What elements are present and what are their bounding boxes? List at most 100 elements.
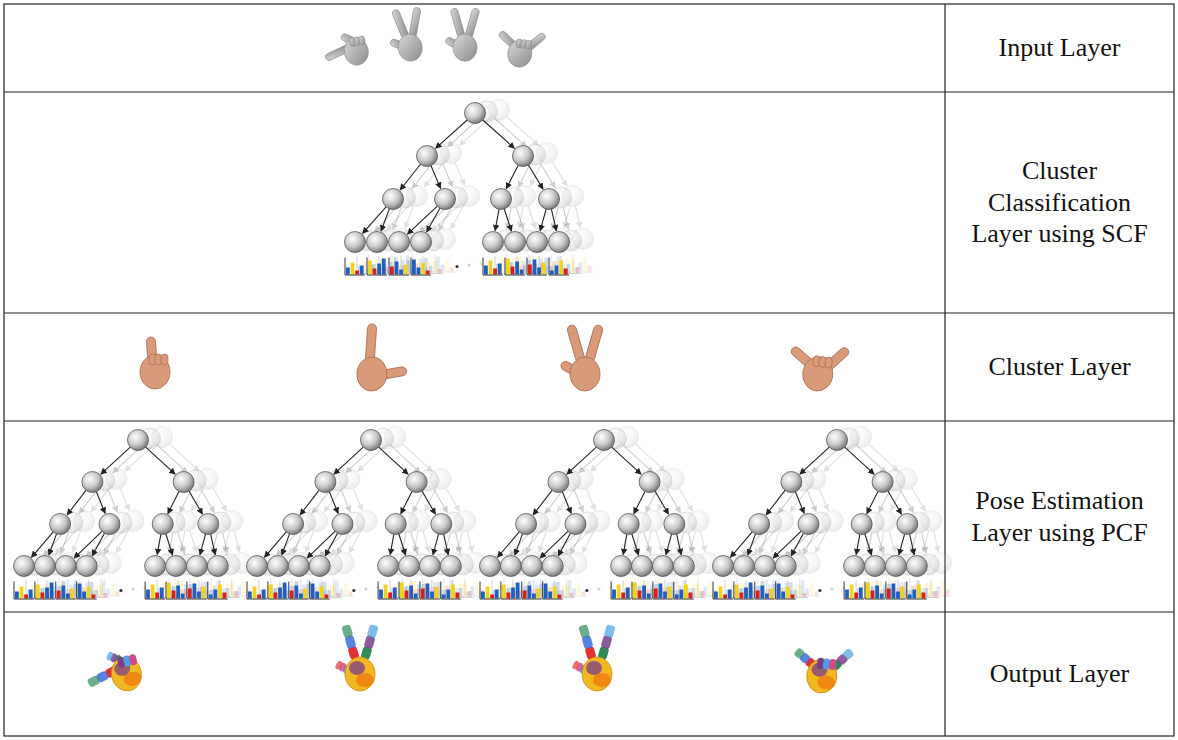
histogram-bar [45,588,49,599]
tree-node [565,514,586,535]
histogram-axis [310,599,330,600]
tree-branch [819,489,828,511]
leaf-histogram [26,580,46,598]
layer-label: Output Layer [990,658,1129,690]
histogram-bar [532,594,536,599]
leaf-histogram [653,582,673,600]
histogram-bar [912,590,916,599]
palm-shape [570,357,600,391]
histogram-bar [311,584,315,599]
histogram-bar [668,587,672,599]
tree-branch [190,531,197,552]
tree-branch [363,207,386,234]
layer-label: Cluster Layer [988,351,1130,383]
finger-segment [604,624,616,638]
tree-branch [92,533,104,556]
histogram-bar [384,585,388,599]
finger [578,624,596,660]
leaf-histogram [334,579,354,597]
histogram-bar [399,270,403,275]
histogram-bar [756,591,760,599]
histogram-bar [433,261,437,273]
random-forest-tree [737,427,952,597]
histogram-bar [248,592,252,599]
leaf-histogram [713,582,733,600]
leaf-histogram [788,580,808,598]
leaf-histogram [220,580,240,598]
tree-node [315,472,336,493]
leaf-histogram [767,580,787,598]
histogram-bar [337,593,341,597]
tree-branch [766,490,785,515]
palm-part [816,675,835,691]
histogram-axis [166,599,186,600]
histogram-bar [679,590,683,599]
histogram-axis [399,582,400,600]
histogram-bar [29,590,33,599]
hand-figure [494,26,548,71]
histogram-axis [527,258,528,276]
histogram-bar [917,585,921,599]
histogram-bar [412,260,416,275]
leaf-histogram [623,580,643,598]
histogram-bar [155,593,159,599]
histogram-bar [845,590,849,599]
histogram-bar [269,585,273,599]
histogram-bar [484,266,488,275]
tree-node [173,472,194,493]
random-forest-tree [247,430,462,600]
histogram-bar [379,590,383,599]
finger [824,346,851,371]
histogram-bar [908,595,912,599]
tree-node [885,556,906,577]
histogram-bar [167,583,171,599]
finger-segment [842,648,855,661]
tree-branch [772,531,780,552]
histogram-bar [866,583,870,599]
histogram-bar [528,265,532,275]
histogram-bar [511,588,515,599]
histogram-bar [523,591,527,599]
histogram-bar [20,587,24,599]
tree-branch [439,207,452,231]
tree-branch [379,447,408,474]
leaf-histogram [301,580,321,598]
palm-part [593,673,611,687]
leaf-histogram [865,582,885,600]
random-forest-tree [26,428,241,598]
table-border [4,4,1174,736]
leaf-histogram [543,582,563,600]
tree-branch [677,534,682,555]
leaf-histogram [345,258,365,276]
tree-branch [306,531,314,552]
leaf-histogram [89,580,109,598]
tree-branch [300,490,319,515]
histogram-bar [421,589,425,599]
histogram-axis [713,582,714,600]
tree-branch [211,534,216,555]
histogram-axis [906,582,907,600]
tree-node [483,232,504,253]
ellipsis-dot [830,587,833,590]
tree-branch [201,490,215,513]
tree-branch [431,166,441,189]
ellipsis-dot [131,587,134,590]
tree-branch [540,163,555,187]
histogram-bar [160,588,164,599]
histogram-bar [61,586,65,599]
tree-branch [582,530,594,553]
tree-branch [101,447,130,474]
histogram-bar [426,584,430,599]
tree-node [288,556,309,577]
random-forest-tree [38,427,253,597]
histogram-bar [555,266,559,275]
hand-figure [445,8,480,62]
histogram-bar [197,592,201,599]
hand-figure [790,642,856,696]
histogram-bar [527,586,531,599]
tree-branch [353,489,362,511]
tree-branch [623,534,627,554]
tree-branch [223,533,228,554]
random-forest-tree [271,427,486,597]
